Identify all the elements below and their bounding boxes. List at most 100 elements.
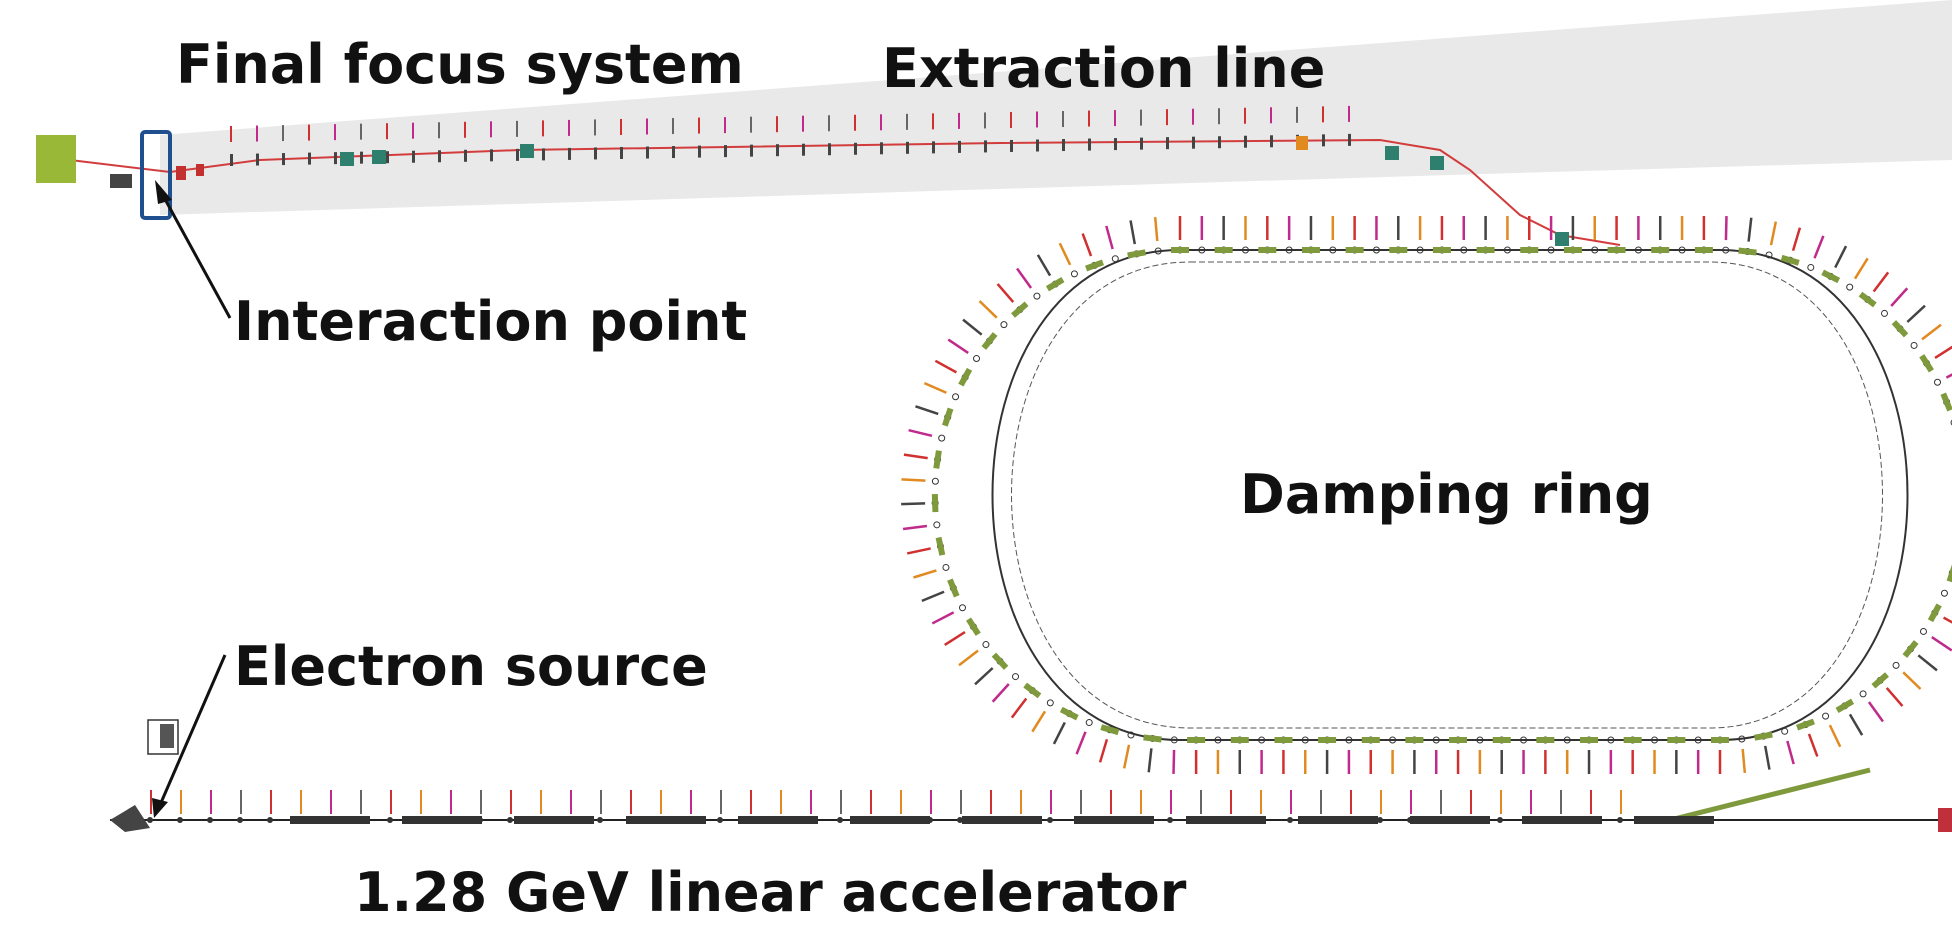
extraction-element-label-mark: [854, 114, 856, 131]
linac-accelerating-structure: [1074, 816, 1154, 824]
ff-red-magnet: [176, 166, 186, 180]
extraction-element-label-mark: [1140, 109, 1142, 126]
ring-element-label-mark: [1747, 217, 1753, 242]
extraction-element-label-mark: [438, 122, 440, 139]
linac-element: [927, 817, 933, 823]
extraction-element: [750, 144, 753, 157]
linac-element: [1107, 817, 1113, 823]
linac-accelerating-structure: [1298, 816, 1378, 824]
extraction-quad-magnet: [1430, 156, 1444, 170]
linac-element-label-mark: [1050, 790, 1052, 814]
extraction-quad-magnet: [1385, 146, 1399, 160]
extraction-element-label-mark: [568, 119, 570, 136]
linac-element: [987, 817, 993, 823]
linac-element-label-mark: [1440, 790, 1442, 814]
linac-element-label-mark: [300, 790, 302, 814]
linac-accelerating-structure: [850, 816, 930, 824]
linac-element-label-mark: [570, 790, 572, 814]
extraction-element: [1270, 135, 1273, 148]
extraction-element: [594, 147, 597, 160]
extraction-element: [1062, 139, 1065, 152]
ring-bend-magnet: [1780, 254, 1800, 266]
ring-bend-magnet: [1821, 269, 1841, 284]
extraction-element: [1140, 137, 1143, 150]
ring-element-label-mark: [1890, 287, 1909, 307]
ring-element: [982, 641, 990, 649]
ring-element-label-mark: [1098, 738, 1109, 763]
extraction-element: [1114, 138, 1117, 151]
linac-element: [267, 817, 273, 823]
ring-bend-magnet: [1927, 603, 1942, 623]
extraction-element: [1192, 136, 1195, 149]
extraction-element-label-mark: [1270, 107, 1272, 124]
extraction-element: [282, 153, 285, 166]
ring-element-label-mark: [1172, 749, 1176, 774]
extraction-element-label-mark: [1322, 106, 1324, 123]
extraction-element-label-mark: [724, 117, 726, 134]
extraction-element: [906, 141, 909, 154]
extraction-element: [1348, 133, 1351, 146]
extraction-element-label-mark: [1036, 111, 1038, 128]
linac-element: [507, 817, 513, 823]
ring-element-label-mark: [947, 338, 969, 355]
ring-bend-magnet: [1940, 392, 1952, 412]
linac-element: [1557, 817, 1563, 823]
ring-element-label-mark: [901, 478, 926, 482]
extraction-element-label-mark: [906, 113, 908, 130]
extraction-element-label-mark: [334, 124, 336, 141]
ring-element-label-mark: [1769, 221, 1778, 246]
ring-element: [1033, 292, 1041, 300]
ring-bend-magnet: [1902, 640, 1919, 658]
ring-element-label-mark: [1917, 654, 1938, 672]
extraction-element-label-mark: [1166, 109, 1168, 126]
ring-bend-magnet: [1143, 734, 1162, 743]
ring-bend-magnet: [947, 578, 960, 598]
ring-element: [1846, 283, 1854, 291]
linac-accelerating-structure: [962, 816, 1042, 824]
ring-element: [1127, 731, 1135, 739]
extraction-element: [1010, 139, 1013, 152]
ring-element: [1170, 736, 1178, 744]
ring-element-label-mark: [1853, 257, 1869, 280]
ring-element: [1940, 589, 1948, 597]
ring-element: [1822, 712, 1830, 720]
linac-element: [1077, 817, 1083, 823]
linac-element: [297, 817, 303, 823]
extraction-element: [802, 143, 805, 156]
ring-bend-magnet: [1127, 249, 1146, 259]
linac-element-label-mark: [1140, 790, 1142, 814]
linac-element-label-mark: [720, 790, 722, 814]
ring-element-label-mark: [1934, 345, 1952, 359]
linac-accelerating-structure: [1410, 816, 1490, 824]
extraction-element-label-mark: [958, 112, 960, 129]
extraction-element-label-mark: [880, 114, 882, 131]
ring-element: [1807, 263, 1815, 271]
linac-accelerating-structure: [1186, 816, 1266, 824]
linac-element-label-mark: [1200, 790, 1202, 814]
ring-bend-magnet: [1795, 718, 1815, 731]
extraction-element-label-mark: [490, 121, 492, 138]
linac-element: [1227, 817, 1233, 823]
extraction-element: [776, 144, 779, 157]
linac-element-label-mark: [480, 790, 482, 814]
linac-element: [1287, 817, 1293, 823]
extraction-element: [646, 146, 649, 159]
ring-element-label-mark: [1147, 748, 1153, 773]
ring-element-label-mark: [1786, 740, 1795, 765]
ring-element: [1329, 246, 1337, 254]
linac-element-label-mark: [150, 790, 152, 814]
linear-accelerator-label: 1.28 GeV linear accelerator: [354, 861, 1187, 924]
ring-element-label-mark: [1921, 323, 1942, 341]
extraction-element: [490, 149, 493, 162]
ring-element: [1503, 246, 1511, 254]
linac-element: [447, 817, 453, 823]
ring-element: [1738, 735, 1746, 743]
ring-element-label-mark: [1031, 710, 1047, 733]
ring-element: [938, 434, 946, 442]
load-lock-system: [110, 805, 150, 832]
ring-bend-magnet: [991, 652, 1009, 670]
ring-element-label-mark: [1931, 635, 1952, 652]
linac-element: [567, 817, 573, 823]
ring-element: [1765, 251, 1773, 259]
extraction-element-label-mark: [542, 120, 544, 137]
